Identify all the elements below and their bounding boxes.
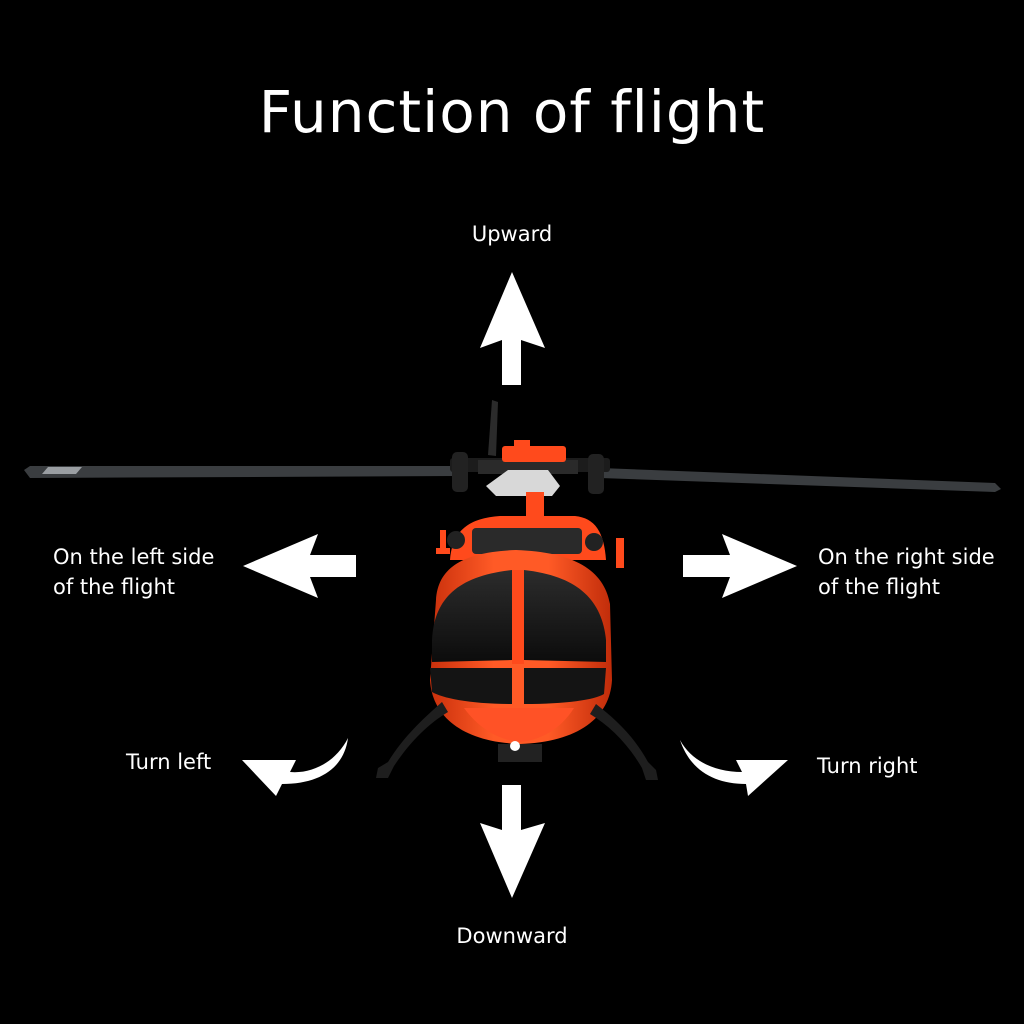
- arrow-left-icon: [243, 534, 356, 598]
- landing-gear: [376, 702, 658, 780]
- arrow-down-icon: [480, 785, 545, 898]
- label-right-side-line2: of the flight: [818, 575, 940, 599]
- main-rotor: [24, 400, 1001, 520]
- label-right-side-line1: On the right side: [818, 545, 995, 569]
- label-right-side: On the right side of the flight: [818, 542, 995, 602]
- arrow-right-icon: [683, 534, 797, 598]
- rotor-blade-right: [600, 468, 1001, 492]
- label-left-side: On the left side of the flight: [53, 542, 214, 602]
- label-left-side-line2: of the flight: [53, 575, 175, 599]
- curved-arrow-right-icon: [680, 740, 788, 796]
- helicopter-body: [430, 516, 624, 762]
- rotor-blade-left: [24, 466, 455, 478]
- label-upward: Upward: [471, 222, 553, 246]
- label-turn-left: Turn left: [126, 750, 212, 774]
- label-downward: Downward: [456, 924, 568, 948]
- page-title: Function of flight: [258, 78, 766, 146]
- curved-arrow-left-icon: [242, 738, 348, 796]
- label-left-side-line1: On the left side: [53, 545, 215, 569]
- label-turn-right: Turn right: [817, 754, 918, 778]
- arrow-up-icon: [480, 272, 545, 385]
